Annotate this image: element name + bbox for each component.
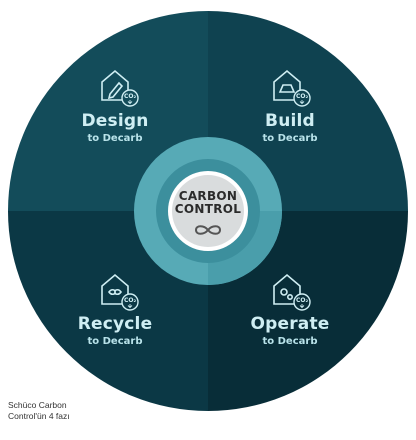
quadrant-subtitle: to Decarb [262,133,318,144]
center-title: CARBON CONTROL [160,190,256,216]
quadrant-subtitle: to Decarb [262,336,318,347]
quadrant-label-recycle: Recycle to Decarb [60,314,170,347]
center-disc [172,175,244,247]
quadrant-subtitle: to Decarb [87,133,143,144]
quadrant-title: Operate [250,314,330,334]
center-title-line1: CARBON [178,189,238,203]
svg-text:CO₂: CO₂ [124,93,137,100]
co2-badge-recycle: CO₂ [121,293,139,311]
svg-text:CO₂: CO₂ [124,297,137,304]
quadrant-title: Recycle [77,314,153,334]
co2-badge-operate: CO₂ [293,293,311,311]
figure-caption: Schüco Carbon Control'ün 4 fazı [8,400,70,422]
quadrant-title: Build [265,111,315,131]
quadrant-title: Design [81,111,149,131]
caption-line2: Control'ün 4 fazı [8,411,70,421]
quadrant-label-build: Build to Decarb [235,111,345,144]
caption-line1: Schüco Carbon [8,400,67,410]
infinity-icon [194,225,222,235]
co2-badge-build: CO₂ [293,89,311,107]
quadrant-label-design: Design to Decarb [60,111,170,144]
center-title-line2: CONTROL [174,202,242,216]
svg-text:CO₂: CO₂ [296,93,309,100]
quadrant-subtitle: to Decarb [87,336,143,347]
quadrant-label-operate: Operate to Decarb [235,314,345,347]
co2-badge-design: CO₂ [121,89,139,107]
svg-text:CO₂: CO₂ [296,297,309,304]
